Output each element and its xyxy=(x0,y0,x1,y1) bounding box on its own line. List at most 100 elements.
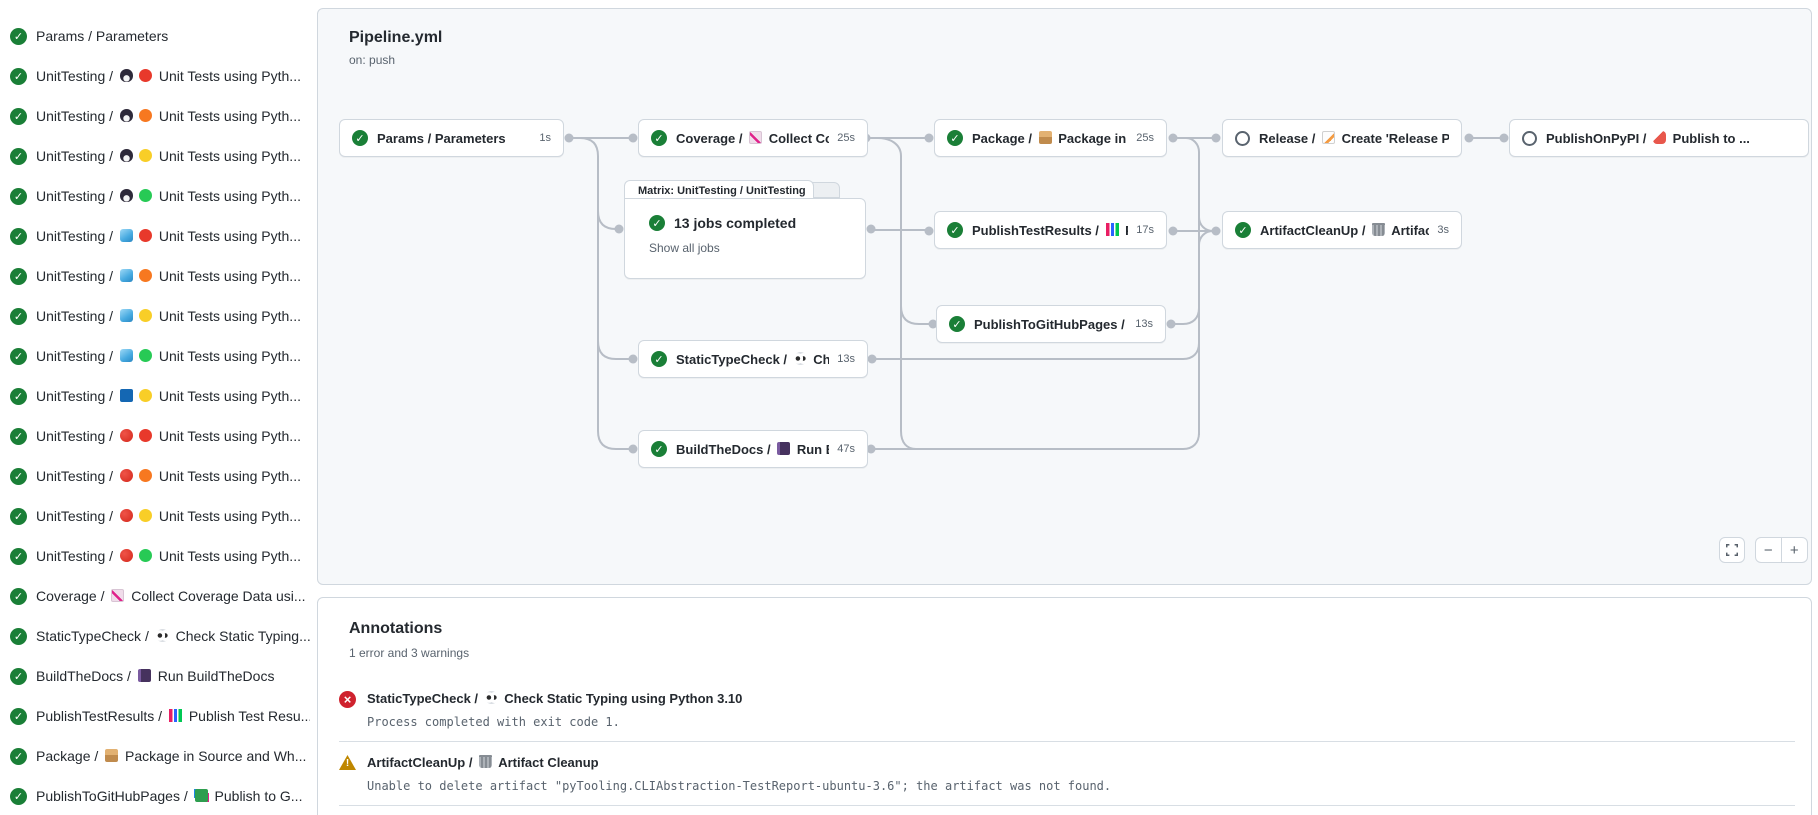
node-release[interactable]: Release / Create 'Release P... xyxy=(1222,119,1462,157)
sidebar-item[interactable]: UnitTesting / Unit Tests using Pyth... xyxy=(10,456,310,496)
rocket-icon xyxy=(1653,130,1667,144)
success-icon xyxy=(10,267,27,285)
label: Coverage / Collect Cove... xyxy=(676,130,830,146)
error-icon xyxy=(339,691,356,708)
success-icon xyxy=(10,547,27,565)
success-icon xyxy=(10,787,27,805)
success-icon xyxy=(649,215,665,231)
notebook-icon xyxy=(777,441,791,455)
bar-chart-icon xyxy=(1105,222,1119,236)
wastebasket-icon xyxy=(479,755,493,768)
sidebar-item[interactable]: UnitTesting / Unit Tests using Pyth... xyxy=(10,496,310,536)
success-icon xyxy=(10,187,27,205)
label: PublishToGitHubPages / ... xyxy=(974,317,1127,332)
success-icon xyxy=(651,441,667,457)
sidebar-item[interactable]: StaticTypeCheck / Check Static Typing... xyxy=(10,616,310,656)
success-icon xyxy=(651,130,667,146)
node-publishtestresults[interactable]: PublishTestResults / Pu... 17s xyxy=(934,211,1167,249)
node-buildthedocs[interactable]: BuildTheDocs / Run Buil...47s xyxy=(638,430,868,468)
sidebar-item[interactable]: UnitTesting / Unit Tests using Pyth... xyxy=(10,96,310,136)
sidebar-item[interactable]: UnitTesting / Unit Tests using Pyth... xyxy=(10,216,310,256)
sidebar-item[interactable]: Package / Package in Source and Wh... xyxy=(10,736,310,776)
node-artifactcleanup[interactable]: ArtifactCleanUp / Artifac...3s xyxy=(1222,211,1462,249)
node-package[interactable]: Package / Package in So...25s xyxy=(934,119,1167,157)
sidebar-item[interactable]: UnitTesting / Unit Tests using Pyth... xyxy=(10,256,310,296)
annotations-title: Annotations xyxy=(349,620,443,637)
sidebar-item[interactable]: UnitTesting / Unit Tests using Pyth... xyxy=(10,56,310,96)
duration: 47s xyxy=(837,443,855,455)
orange-circle-icon xyxy=(138,469,152,482)
orange-circle-icon xyxy=(138,109,152,122)
matrix-box[interactable]: 13 jobs completed Show all jobs xyxy=(624,198,866,279)
jobs-sidebar: Params / ParametersUnitTesting / Unit Te… xyxy=(0,0,312,815)
label: Release / Create 'Release P... xyxy=(1259,130,1449,146)
notebook-icon xyxy=(137,669,151,682)
sidebar-item[interactable]: Coverage / Collect Coverage Data usi... xyxy=(10,576,310,616)
success-icon xyxy=(947,222,963,238)
annotations-card: Annotations 1 error and 3 warnings Stati… xyxy=(317,597,1812,815)
node-statictypecheck[interactable]: StaticTypeCheck / Chec... 13s xyxy=(638,340,868,378)
apple-icon xyxy=(119,429,133,442)
sidebar-item[interactable]: PublishTestResults / Publish Test Resu..… xyxy=(10,696,310,736)
sidebar-item[interactable]: UnitTesting / Unit Tests using Pyth... xyxy=(10,536,310,576)
red-circle-icon xyxy=(138,69,152,82)
annotation-warning: ArtifactCleanUp / Artifact CleanupUnable… xyxy=(339,742,1795,806)
yellow-circle-icon xyxy=(138,389,152,402)
matrix-summary: 13 jobs completed xyxy=(674,215,797,231)
success-icon xyxy=(10,387,27,405)
node-publishtogithubpages[interactable]: PublishToGitHubPages / ...13s xyxy=(936,305,1166,343)
annotations-list: StaticTypeCheck / Check Static Typing us… xyxy=(339,678,1795,806)
annotation-title[interactable]: StaticTypeCheck / Check Static Typing us… xyxy=(367,691,743,706)
label: StaticTypeCheck / Check Static Typing... xyxy=(36,628,310,644)
books-icon xyxy=(194,789,208,802)
sidebar-item[interactable]: UnitTesting / Unit Tests using Pyth... xyxy=(10,296,310,336)
chart-increasing-icon xyxy=(111,589,125,602)
label: UnitTesting / Unit Tests using Pyth... xyxy=(36,68,301,84)
node-coverage[interactable]: Coverage / Collect Cove...25s xyxy=(638,119,868,157)
success-icon xyxy=(10,587,27,605)
penguin-icon xyxy=(119,149,133,162)
label: UnitTesting / Unit Tests using Pyth... xyxy=(36,348,301,364)
success-icon xyxy=(1235,222,1251,238)
ice-cube-icon xyxy=(119,309,133,322)
zoom-out-button[interactable]: − xyxy=(1756,538,1782,562)
fullscreen-button[interactable] xyxy=(1719,537,1745,563)
annotations-summary: 1 error and 3 warnings xyxy=(349,646,470,660)
sidebar-item[interactable]: UnitTesting / Unit Tests using Pyth... xyxy=(10,376,310,416)
fullscreen-icon xyxy=(1726,544,1738,556)
duration: 13s xyxy=(837,353,855,365)
label: Package / Package in So... xyxy=(972,130,1128,146)
red-circle-icon xyxy=(138,429,152,442)
label: ArtifactCleanUp / Artifac... xyxy=(1260,222,1430,238)
zoom-in-button[interactable]: + xyxy=(1789,541,1799,559)
sidebar-item[interactable]: UnitTesting / Unit Tests using Pyth... xyxy=(10,176,310,216)
success-icon xyxy=(947,130,963,146)
node-publishonpypi[interactable]: PublishOnPyPI / Publish to ... xyxy=(1509,119,1809,157)
eyes-icon xyxy=(793,351,807,365)
penguin-icon xyxy=(119,189,133,202)
success-icon xyxy=(10,227,27,245)
sidebar-item[interactable]: PublishToGitHubPages / Publish to G... xyxy=(10,776,310,815)
sidebar-item[interactable]: UnitTesting / Unit Tests using Pyth... xyxy=(10,136,310,176)
warning-icon xyxy=(339,755,356,770)
sidebar-item[interactable]: Params / Parameters xyxy=(10,16,310,56)
success-icon xyxy=(10,747,27,765)
label: PublishTestResults / Pu... xyxy=(972,222,1128,238)
show-all-jobs-link[interactable]: Show all jobs xyxy=(649,241,720,255)
sidebar-item[interactable]: UnitTesting / Unit Tests using Pyth... xyxy=(10,336,310,376)
sidebar-item[interactable]: BuildTheDocs / Run BuildTheDocs xyxy=(10,656,310,696)
bar-chart-icon xyxy=(168,709,182,722)
label: StaticTypeCheck / Chec... xyxy=(676,351,830,367)
annotation-body: StaticTypeCheck / Check Static Typing us… xyxy=(367,690,742,729)
annotation-title[interactable]: ArtifactCleanUp / Artifact Cleanup xyxy=(367,755,599,770)
success-icon xyxy=(10,467,27,485)
yellow-circle-icon xyxy=(138,509,152,522)
pipeline-title: Pipeline.yml xyxy=(349,29,443,46)
duration: 17s xyxy=(1136,224,1154,236)
yellow-circle-icon xyxy=(138,149,152,162)
sidebar-item[interactable]: UnitTesting / Unit Tests using Pyth... xyxy=(10,416,310,456)
green-circle-icon xyxy=(138,549,152,562)
